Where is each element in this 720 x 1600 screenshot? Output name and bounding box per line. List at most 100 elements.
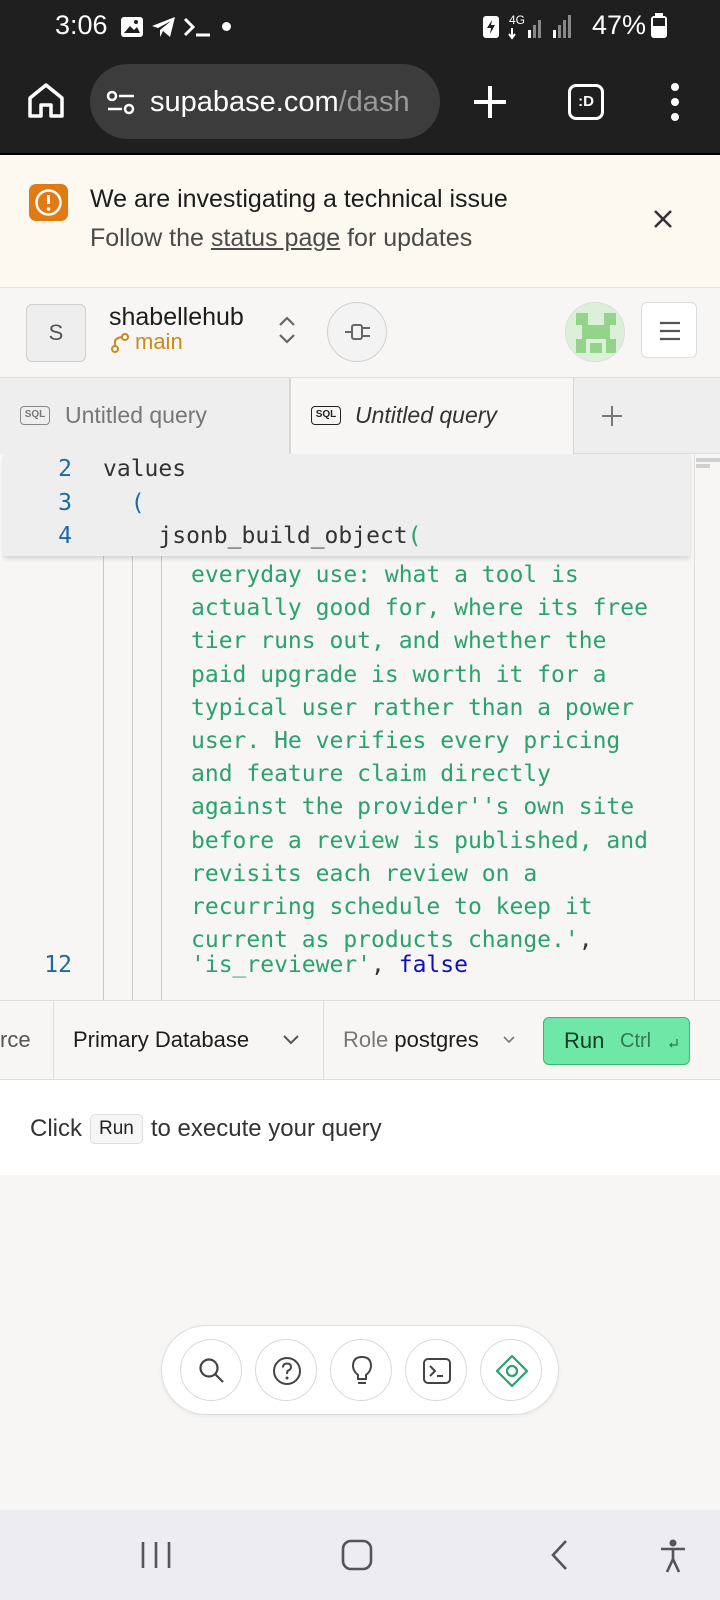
system-nav-bar <box>0 1510 720 1600</box>
project-switcher-icon[interactable] <box>277 314 297 346</box>
role-text: Role postgres <box>343 1027 479 1053</box>
terminal-icon <box>423 1358 451 1384</box>
string-literal: and feature claim directly <box>191 761 552 788</box>
branch-name[interactable]: main <box>135 329 183 354</box>
terminal-button[interactable] <box>405 1339 467 1401</box>
line-number: 3 <box>58 490 72 516</box>
help-button[interactable] <box>255 1339 317 1401</box>
tab-label: Untitled query <box>355 402 497 428</box>
connect-button[interactable] <box>327 302 387 362</box>
incident-banner: We are investigating a technical issue F… <box>0 155 720 288</box>
search-button[interactable] <box>180 1339 242 1401</box>
banner-message: Follow the status page for updates <box>90 224 472 253</box>
indent-guide <box>132 454 133 1000</box>
warning-icon <box>29 184 68 221</box>
string-literal: recurring schedule to keep it <box>191 894 593 920</box>
code-line-12: 'is_reviewer', false <box>191 952 468 978</box>
run-shortcut: Ctrl <box>620 1030 652 1052</box>
status-page-link[interactable]: status page <box>210 224 341 252</box>
branch-icon <box>111 333 129 353</box>
status-time: 3:06 <box>55 10 108 40</box>
query-toolbar: rce Primary Database Role postgres Run C… <box>0 1000 720 1080</box>
sql-badge-icon: SQL <box>311 406 341 425</box>
recent-apps-icon[interactable] <box>138 1538 174 1572</box>
project-name[interactable]: shabellehub <box>109 303 244 331</box>
results-hint: Click Run to execute your query <box>30 1114 382 1144</box>
string-literal: everyday use: what a tool is <box>191 562 579 588</box>
string-literal: current as products change.' <box>191 927 579 954</box>
code-string-line: tier runs out, and whether the <box>191 628 606 654</box>
battery-icon <box>651 13 667 38</box>
terminal-notification-icon <box>183 17 210 37</box>
scrollbar-track[interactable] <box>694 454 695 1000</box>
code-string-line: recurring schedule to keep it <box>191 894 593 920</box>
line-number: 4 <box>58 523 72 549</box>
indent-guide <box>161 454 162 1000</box>
code-string-line: typical user rather than a power <box>191 695 634 721</box>
tab-query-1[interactable]: SQL Untitled query <box>0 378 290 454</box>
source-selector[interactable]: rce <box>0 1001 54 1079</box>
run-label: Run <box>564 1028 605 1053</box>
line-number: 12 <box>44 952 72 978</box>
menu-button[interactable] <box>641 302 697 358</box>
tab-query-2[interactable]: SQL Untitled query <box>290 378 574 454</box>
project-avatar[interactable]: S <box>26 304 86 362</box>
indent-guide <box>103 454 104 1000</box>
scrollbar-marker <box>696 464 710 468</box>
run-kbd: Run <box>90 1114 143 1144</box>
plug-icon <box>345 324 370 340</box>
code-string-line: and feature claim directly <box>191 761 551 787</box>
string-literal: user. He verifies every pricing <box>191 728 621 754</box>
tips-button[interactable] <box>330 1339 392 1401</box>
banner-text-before: Follow the <box>90 224 211 252</box>
home-nav-icon[interactable] <box>340 1538 374 1572</box>
user-avatar[interactable] <box>565 302 625 362</box>
role-value: postgres <box>394 1027 479 1052</box>
add-tab-icon[interactable] <box>600 404 624 428</box>
code-line-3: ( <box>103 490 145 516</box>
code-string-line: current as products change.', <box>191 927 593 953</box>
browser-toolbar: supabase.com/dash :D <box>0 52 720 155</box>
database-label: Primary Database <box>73 1027 250 1052</box>
url-bar[interactable]: supabase.com/dash <box>90 64 440 139</box>
identicon-icon <box>576 313 616 353</box>
site-settings-icon[interactable] <box>106 90 136 116</box>
hint-text-before: Click <box>30 1115 82 1142</box>
tab-switcher-button[interactable]: :D <box>568 84 604 120</box>
string-literal: actually good for, where its free <box>191 595 648 622</box>
home-icon[interactable] <box>26 80 66 120</box>
network-type: 4G <box>509 13 526 27</box>
enter-key-icon <box>669 1039 678 1048</box>
code-string-line: against the provider''s own site <box>191 794 634 820</box>
banner-text-after: for updates <box>340 224 473 252</box>
new-tab-icon[interactable] <box>470 82 510 122</box>
lightbulb-icon <box>351 1355 373 1384</box>
url-host: supabase.com <box>150 86 339 118</box>
project-bar: S shabellehub main <box>0 288 720 378</box>
sql-editor[interactable]: everyday use: what a tool is actually goo… <box>0 454 720 1000</box>
run-button[interactable]: Run Ctrl <box>543 1017 690 1065</box>
help-icon <box>273 1357 301 1385</box>
tab-label: Untitled query <box>65 402 207 428</box>
scrollbar-thumb[interactable] <box>696 458 720 462</box>
signal-icon <box>508 15 571 40</box>
string-literal: against the provider''s own site <box>191 794 635 821</box>
more-options-icon[interactable] <box>665 82 685 122</box>
string-literal: revisits each review on a <box>191 860 538 887</box>
code-line-2: values <box>103 456 187 482</box>
close-icon[interactable] <box>652 208 674 230</box>
role-selector[interactable]: Role postgres <box>324 1001 542 1079</box>
string-literal: typical user rather than a power <box>191 694 635 721</box>
line-number: 2 <box>58 456 72 482</box>
accessibility-icon[interactable] <box>658 1538 688 1574</box>
back-icon[interactable] <box>548 1538 570 1572</box>
open-paren: ( <box>407 523 422 549</box>
hamburger-icon <box>660 321 680 341</box>
chevron-down-icon <box>283 1035 299 1045</box>
database-selector[interactable]: Primary Database <box>54 1001 324 1079</box>
url-text[interactable]: supabase.com/dash <box>150 86 410 119</box>
code-string-line: before a review is published, and <box>191 828 648 854</box>
code-line-4: jsonb_build_object( <box>103 523 422 549</box>
function-name: jsonb_build_object <box>103 523 408 549</box>
assistant-button[interactable] <box>480 1339 542 1401</box>
